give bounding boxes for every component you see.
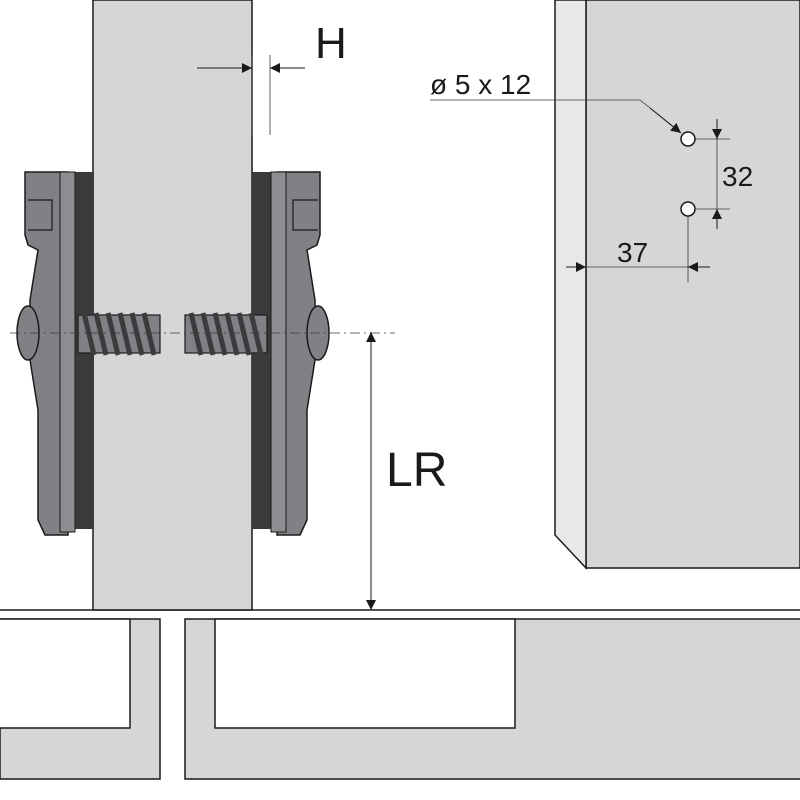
- dimension-drill-spec: ø 5 x 12: [430, 69, 682, 134]
- drill-hole-icon: [680, 201, 696, 217]
- left-mounting-plate: [16, 171, 94, 536]
- dimension-h: H: [197, 19, 347, 135]
- center-panel: [92, 0, 253, 611]
- dimension-32: 32: [695, 119, 753, 229]
- cabinet-side-panel: [554, 0, 800, 570]
- right-screw: [184, 312, 268, 356]
- dimension-37: 37: [566, 216, 710, 282]
- vertical-spacing-label: 32: [722, 161, 753, 192]
- drill-hole-icon: [680, 131, 696, 147]
- drill-spec-label: ø 5 x 12: [430, 69, 531, 100]
- height-offset-label: LR: [386, 444, 447, 497]
- edge-distance-label: 37: [617, 237, 648, 268]
- base-panel-left: [0, 618, 161, 780]
- right-mounting-plate: [252, 171, 330, 536]
- left-screw: [77, 312, 161, 356]
- base-panel-right: [184, 618, 800, 780]
- dimension-lr: LR: [366, 332, 447, 610]
- thickness-label: H: [315, 19, 347, 68]
